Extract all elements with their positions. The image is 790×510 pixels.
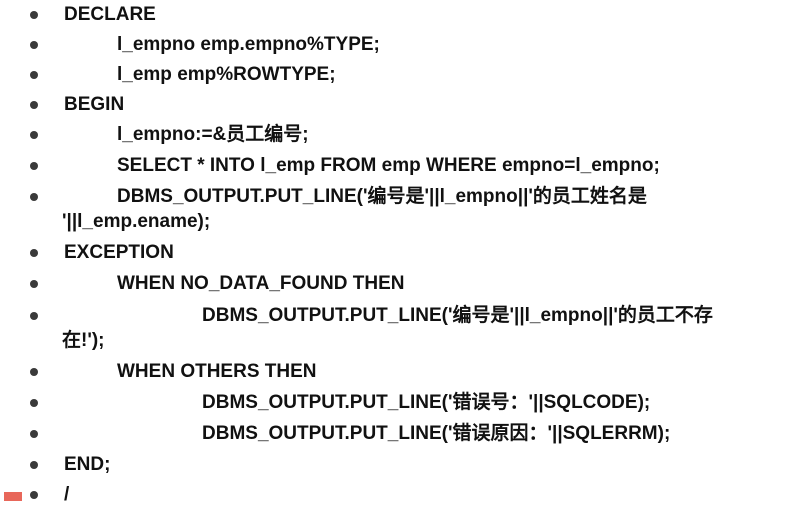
code-text: END; xyxy=(64,454,111,475)
bullet-icon xyxy=(30,491,38,499)
bullet-icon xyxy=(30,368,38,376)
code-text: l_empno emp.empno%TYPE; xyxy=(117,34,380,55)
bullet-icon xyxy=(30,193,38,201)
code-text: SELECT * INTO l_emp FROM emp WHERE empno… xyxy=(117,155,660,176)
corner-marker xyxy=(4,492,22,501)
code-text: DBMS_OUTPUT.PUT_LINE('编号是'||l_empno||'的员… xyxy=(117,186,647,207)
bullet-icon xyxy=(30,399,38,407)
code-text: WHEN OTHERS THEN xyxy=(117,361,317,382)
code-text: DBMS_OUTPUT.PUT_LINE('编号是'||l_empno||'的员… xyxy=(202,305,713,326)
code-text: DBMS_OUTPUT.PUT_LINE('错误原因：'||SQLERRM); xyxy=(202,423,671,444)
code-text: DBMS_OUTPUT.PUT_LINE('错误号：'||SQLCODE); xyxy=(202,392,651,413)
bullet-icon xyxy=(30,162,38,170)
code-text: BEGIN xyxy=(64,94,125,115)
bullet-icon xyxy=(30,11,38,19)
code-line-10-continuation: 在!'); xyxy=(62,330,105,351)
bullet-icon xyxy=(30,41,38,49)
bullet-icon xyxy=(30,280,38,288)
bullet-icon xyxy=(30,131,38,139)
code-text: EXCEPTION xyxy=(64,242,174,263)
code-text: DECLARE xyxy=(64,4,156,25)
bullet-icon xyxy=(30,101,38,109)
code-line-7-continuation: '||l_emp.ename); xyxy=(62,211,211,232)
code-text: l_emp emp%ROWTYPE; xyxy=(117,64,336,85)
code-text: l_empno:=&员工编号; xyxy=(117,124,309,145)
code-text: / xyxy=(64,484,70,505)
bullet-icon xyxy=(30,430,38,438)
bullet-icon xyxy=(30,249,38,257)
bullet-icon xyxy=(30,312,38,320)
bullet-icon xyxy=(30,71,38,79)
code-text: WHEN NO_DATA_FOUND THEN xyxy=(117,273,405,294)
bullet-icon xyxy=(30,461,38,469)
